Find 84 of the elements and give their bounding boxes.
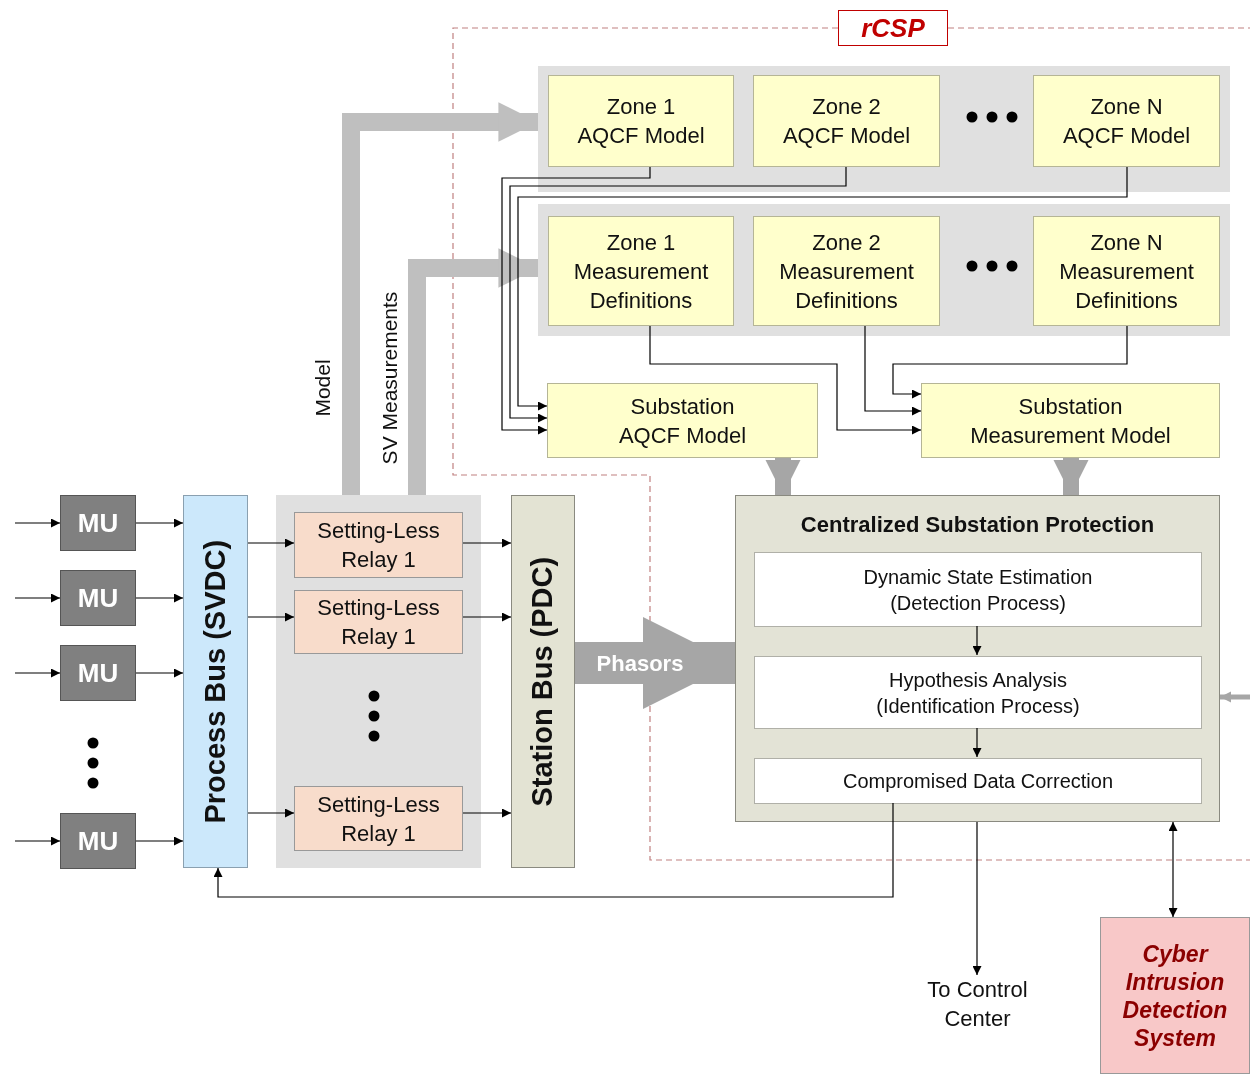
box-label: Compromised Data Correction xyxy=(842,769,1114,794)
bus-bar xyxy=(183,495,248,868)
arrow xyxy=(135,836,184,846)
box-label: Hypothesis Analysis (Identification Process) xyxy=(875,667,1081,719)
box-label: Zone 1 AQCF Model xyxy=(576,93,706,150)
model-box xyxy=(921,383,1220,458)
block-arrow xyxy=(408,248,538,495)
process-box xyxy=(754,758,1202,804)
group-panel xyxy=(276,495,481,868)
arrow xyxy=(517,166,1128,411)
model-box xyxy=(753,216,940,326)
box-label: Substation Measurement Model xyxy=(969,392,1172,450)
model-box xyxy=(753,75,940,167)
edge-label: Model xyxy=(310,359,336,417)
model-box xyxy=(1033,216,1220,326)
box-label: Zone N Measurement Definitions xyxy=(1058,228,1195,315)
unit-box xyxy=(60,495,136,551)
arrow xyxy=(972,821,982,976)
arrow xyxy=(501,166,651,435)
block-arrow xyxy=(1053,458,1089,495)
bus-label: Station Bus (PDC) xyxy=(525,556,560,807)
system-box xyxy=(1100,917,1250,1074)
arrow xyxy=(864,325,922,416)
region-title: rCSP xyxy=(861,15,925,41)
unit-label: MU xyxy=(77,824,119,858)
arrow xyxy=(972,727,982,758)
block-arrow xyxy=(575,616,735,710)
box-label: Zone 2 AQCF Model xyxy=(781,93,912,150)
process-box xyxy=(754,552,1202,627)
process-box xyxy=(754,656,1202,729)
block-arrow xyxy=(1220,691,1250,703)
group-panel xyxy=(538,66,1230,192)
model-box xyxy=(548,75,734,167)
region-tag xyxy=(838,10,948,46)
unit-box xyxy=(60,645,136,701)
model-box xyxy=(547,383,818,458)
arrow xyxy=(1168,821,1178,918)
arrow xyxy=(972,625,982,656)
unit-box xyxy=(60,813,136,869)
arrow xyxy=(213,802,894,898)
unit-label: MU xyxy=(77,656,119,690)
box-label: Zone N AQCF Model xyxy=(1061,93,1192,150)
relay-label: Setting-Less Relay 1 xyxy=(316,790,441,848)
edge-label: SV Measurements xyxy=(377,291,403,465)
bus-bar xyxy=(511,495,575,868)
arrow xyxy=(649,325,922,435)
group-panel xyxy=(538,204,1230,336)
model-box xyxy=(548,216,734,326)
box-label: Zone 1 Measurement Definitions xyxy=(572,228,710,315)
arrow xyxy=(14,518,61,528)
unit-label: MU xyxy=(77,581,119,615)
relay-box xyxy=(294,590,463,654)
unit-label: MU xyxy=(77,506,119,540)
arrow xyxy=(509,166,847,423)
bus-label: Process Bus (SVDC) xyxy=(197,539,232,824)
panel-heading: Centralized Substation Protection xyxy=(799,511,1156,539)
relay-box xyxy=(294,512,463,578)
box-label: Dynamic State Estimation (Detection Process) xyxy=(862,564,1094,616)
arrow xyxy=(14,668,61,678)
relay-label: Setting-Less Relay 1 xyxy=(316,594,441,651)
arrow xyxy=(247,808,295,818)
arrow xyxy=(462,612,512,622)
arrow xyxy=(135,518,184,528)
edge-label: Phasors xyxy=(596,649,684,678)
box-label: Substation AQCF Model xyxy=(617,392,748,450)
block-arrow xyxy=(765,458,801,495)
arrow xyxy=(247,538,295,548)
arrow xyxy=(247,612,295,622)
arrow xyxy=(135,593,184,603)
box-label: Cyber Intrusion Detection System xyxy=(1121,939,1229,1052)
arrow xyxy=(462,808,512,818)
model-box xyxy=(1033,75,1220,167)
arrow xyxy=(14,593,61,603)
block-arrow xyxy=(342,102,538,495)
arrow xyxy=(14,836,61,846)
arrow xyxy=(462,538,512,548)
box-label: Zone 2 Measurement Definitions xyxy=(778,228,915,315)
relay-box xyxy=(294,786,463,851)
arrow xyxy=(892,325,1128,399)
protection-panel xyxy=(735,495,1220,822)
unit-box xyxy=(60,570,136,626)
relay-label: Setting-Less Relay 1 xyxy=(316,517,441,574)
arrow xyxy=(135,668,184,678)
destination-label: To Control Center xyxy=(926,976,1029,1033)
